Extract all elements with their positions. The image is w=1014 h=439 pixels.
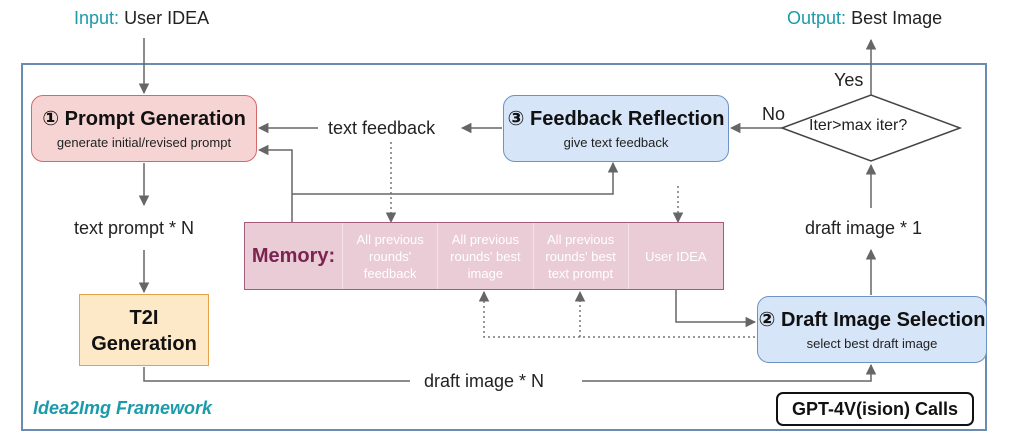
memory-cell-idea: User IDEA	[627, 223, 723, 289]
text-feedback-label: text feedback	[328, 118, 436, 138]
memory-cell-text: All previous	[356, 231, 424, 247]
input-label: Input: User IDEA	[74, 8, 209, 29]
draft-selection-subtitle: select best draft image	[806, 336, 938, 351]
memory-cell-text: rounds'	[369, 248, 412, 264]
arrow-draftn-to-selection	[582, 363, 877, 382]
decision-label: Iter>max iter?	[809, 117, 908, 134]
arrow-t2i-to-draftn	[143, 367, 410, 382]
memory-cell-prompt: All previous rounds' best text prompt	[532, 223, 628, 289]
draft-image-n-label: draft image * N	[424, 371, 545, 391]
dotted-selection-to-memory-a	[478, 290, 755, 338]
prompt-generation-box: ① Prompt Generation generate initial/rev…	[31, 95, 257, 162]
feedback-reflection-subtitle: give text feedback	[563, 135, 669, 150]
output-label: Output: Best Image	[787, 8, 942, 29]
memory-cell-text: feedback	[363, 265, 417, 281]
t2i-line1: T2I	[129, 307, 159, 329]
feedback-reflection-title: ③ Feedback Reflection	[507, 108, 725, 130]
arrow-memory-to-prompt	[257, 144, 293, 222]
t2i-generation-box: T2I Generation	[79, 294, 209, 366]
decision-yes-label: Yes	[834, 70, 864, 90]
draft-selection-box: ② Draft Image Selection select best draf…	[757, 296, 987, 363]
input-prefix: Input:	[74, 8, 120, 28]
prompt-generation-subtitle: generate initial/revised prompt	[56, 135, 232, 150]
output-value: Best Image	[851, 8, 943, 28]
framework-border	[21, 63, 987, 431]
memory-cell-text: All previous	[547, 231, 615, 247]
memory-cell-text: All previous	[451, 231, 519, 247]
memory-cell-image: All previous rounds' best image	[437, 223, 532, 289]
output-prefix: Output:	[787, 8, 847, 28]
arrow-memory-to-feedback	[292, 161, 619, 195]
decision-diamond	[779, 94, 963, 162]
memory-label: Memory:	[251, 244, 336, 267]
arrow-memory-to-selection	[675, 290, 757, 328]
decision-no-label: No	[762, 104, 786, 124]
framework-label: Idea2Img Framework	[33, 398, 213, 418]
legend-gpt-calls: GPT-4V(ision) Calls	[776, 392, 974, 426]
text-prompt-label: text prompt * N	[74, 218, 195, 238]
memory-cell-text: rounds' best	[450, 248, 521, 264]
feedback-reflection-box: ③ Feedback Reflection give text feedback	[503, 95, 729, 162]
prompt-generation-title: ① Prompt Generation	[42, 108, 246, 130]
memory-cell-text: text prompt	[548, 265, 614, 281]
memory-box: Memory: All previous rounds' feedback Al…	[244, 222, 724, 290]
draft-selection-title: ② Draft Image Selection	[758, 309, 986, 331]
memory-cell-text: image	[467, 265, 504, 281]
t2i-line2: Generation	[91, 333, 197, 355]
memory-cell-feedback: All previous rounds' feedback	[342, 223, 437, 289]
input-value: User IDEA	[124, 8, 210, 28]
draft-image-1-label: draft image * 1	[805, 218, 923, 238]
memory-cell-text: User IDEA	[645, 248, 707, 264]
memory-cell-text: rounds' best	[545, 248, 616, 264]
